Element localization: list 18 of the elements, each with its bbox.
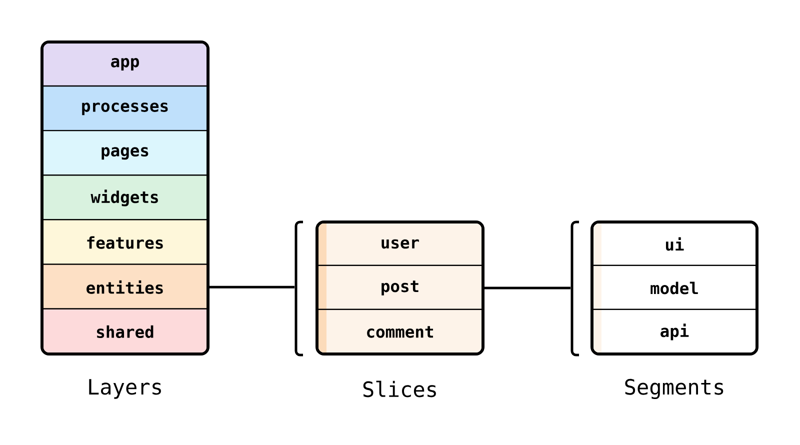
stack-cell: shared xyxy=(44,309,207,352)
connector-line xyxy=(482,286,570,290)
stack-cell: model xyxy=(594,266,756,312)
stack-cell: app xyxy=(44,44,207,88)
stack-cell: post xyxy=(318,266,482,312)
connector-line xyxy=(206,286,294,288)
stack-cell: ui xyxy=(594,223,756,268)
stack-cell: entities xyxy=(44,264,207,311)
column-heading: Segments xyxy=(625,378,724,400)
stack-cell: api xyxy=(594,310,756,352)
column-heading: Slices xyxy=(363,380,436,398)
stack-cell: processes xyxy=(44,86,207,132)
stack-cell: user xyxy=(318,223,482,268)
stack-cell: pages xyxy=(44,131,207,177)
stack-cell: comment xyxy=(318,310,482,352)
stack-cell: features xyxy=(44,220,207,266)
column-heading: Layers xyxy=(89,379,161,399)
stack-cell: widgets xyxy=(44,176,207,222)
